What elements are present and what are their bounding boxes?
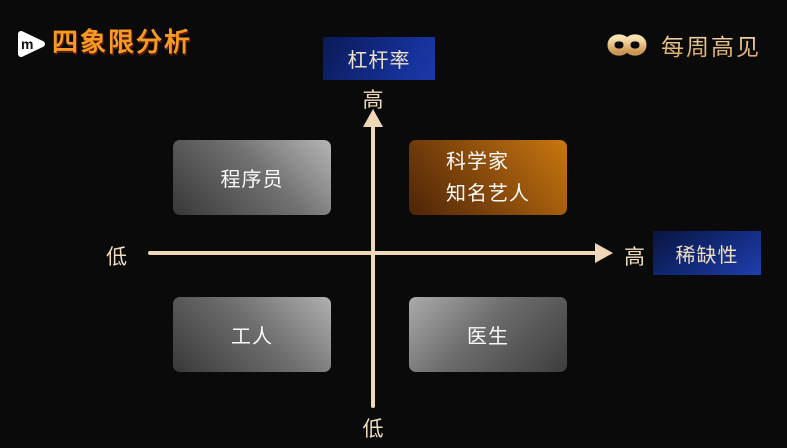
x-axis-title-box: 稀缺性 [653, 231, 761, 275]
quadrant-top-right: 科学家 知名艺人 [409, 140, 567, 215]
quadrant-top-left-label: 程序员 [220, 169, 284, 191]
logo-letter: m [21, 36, 33, 52]
quadrant-bottom-right: 医生 [409, 297, 567, 372]
quadrant-top-left: 程序员 [173, 140, 331, 215]
y-axis-title-box: 杠杆率 [323, 37, 435, 80]
quadrant-top-right-line1: 科学家 [446, 150, 509, 173]
x-axis-arrowhead-icon [595, 243, 613, 263]
y-axis-arrowhead-icon [363, 109, 383, 127]
quadrant-bottom-left: 工人 [173, 297, 331, 372]
quadrant-top-right-labels: 科学家 知名艺人 [446, 146, 530, 210]
page-title: 四象限分析 [52, 27, 193, 57]
y-axis-title: 杠杆率 [347, 50, 411, 72]
x-axis-high-label: 高 [624, 246, 645, 269]
x-axis-title: 稀缺性 [675, 244, 739, 267]
brand-name: 每周高见 [661, 28, 761, 62]
y-axis-line [371, 124, 375, 408]
y-axis-high-label: 高 [362, 89, 384, 112]
x-axis-line [148, 251, 600, 255]
quadrant-bottom-right-label: 医生 [467, 326, 509, 348]
brand: 每周高见 [602, 28, 761, 62]
y-axis-low-label: 低 [362, 418, 384, 441]
x-axis-low-label: 低 [106, 246, 127, 269]
quadrant-top-right-line2: 知名艺人 [446, 182, 530, 205]
infinity-icon [602, 29, 652, 61]
m-play-logo-icon: m [15, 28, 47, 60]
quadrant-bottom-left-label: 工人 [231, 326, 273, 348]
